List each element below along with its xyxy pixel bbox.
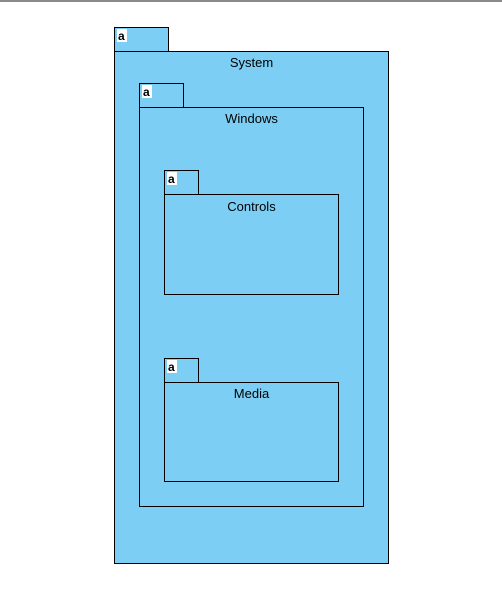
- package-controls-label: Controls: [227, 199, 276, 214]
- package-windows-label: Windows: [225, 111, 278, 126]
- package-windows-glyph-bg: [142, 85, 152, 98]
- top-border-line: [0, 0, 502, 2]
- package-media-body: [164, 382, 339, 482]
- package-controls-glyph: a: [168, 172, 175, 186]
- package-controls[interactable]: a Controls: [164, 170, 339, 295]
- package-media-label: Media: [234, 386, 270, 401]
- package-windows-glyph: a: [143, 85, 150, 99]
- package-media-glyph-bg: [167, 360, 177, 373]
- package-controls-glyph-bg: [167, 172, 177, 185]
- package-system-label: System: [230, 55, 273, 70]
- package-system-glyph-bg: [117, 29, 127, 42]
- package-media-glyph: a: [168, 360, 175, 374]
- package-media[interactable]: a Media: [164, 358, 339, 482]
- package-controls-body: [164, 194, 339, 295]
- package-system-glyph: a: [118, 29, 125, 43]
